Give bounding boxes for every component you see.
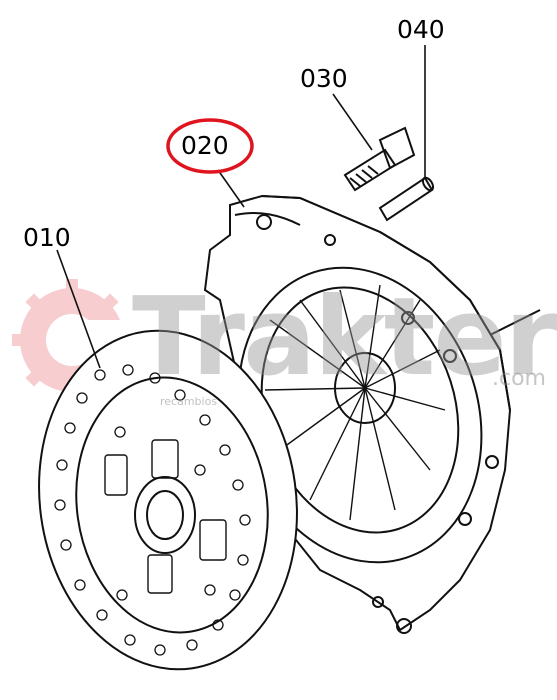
highlight-circle	[166, 118, 254, 174]
part-label-020: 020	[181, 131, 229, 160]
watermark-brand: Trakter	[132, 275, 557, 400]
watermark-domain: .com	[492, 366, 546, 391]
dowel-pin	[378, 176, 435, 222]
clutch-disc	[38, 329, 298, 671]
part-label-040: 040	[397, 15, 445, 44]
bolt	[343, 126, 416, 192]
part-label-030: 030	[300, 64, 348, 93]
leader-lines	[56, 45, 426, 369]
watermark-subtitle: recambios	[160, 395, 218, 408]
part-label-010: 010	[23, 223, 71, 252]
